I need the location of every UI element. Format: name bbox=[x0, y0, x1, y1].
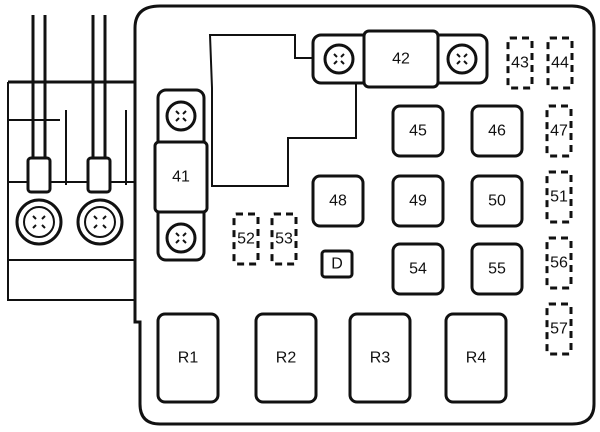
fuse-55 bbox=[470, 242, 524, 296]
terminal-bolt-icon bbox=[84, 206, 116, 238]
fuse-label-47: 47 bbox=[550, 123, 568, 140]
diode bbox=[320, 249, 354, 279]
fuse-50 bbox=[470, 174, 524, 228]
main-fuse-41: 41 bbox=[153, 88, 209, 262]
fuse-label-48: 48 bbox=[329, 193, 347, 210]
fuse-label-41: 41 bbox=[172, 169, 190, 186]
relay-label-r4: R4 bbox=[466, 350, 487, 367]
cable-right bbox=[91, 15, 107, 160]
fuse-46 bbox=[470, 104, 524, 158]
fuse-label-56: 56 bbox=[550, 255, 568, 272]
wiring-harness bbox=[7, 15, 135, 301]
fuse-48 bbox=[311, 174, 365, 228]
fuse-bolt-icon bbox=[323, 43, 355, 75]
fuse-label-46: 46 bbox=[488, 123, 506, 140]
fuse-bolt-icon bbox=[165, 100, 197, 132]
terminal-sleeve-left bbox=[26, 156, 52, 194]
fuse-bolt-icon bbox=[165, 222, 197, 254]
fuse-label-55: 55 bbox=[488, 261, 506, 278]
relay-r1 bbox=[156, 312, 220, 404]
relay-r3 bbox=[348, 312, 412, 404]
fuse-42-body bbox=[362, 29, 440, 89]
fuse-box-housing bbox=[133, 4, 596, 426]
fuse-label-50: 50 bbox=[488, 193, 506, 210]
diode-label: D bbox=[331, 256, 343, 273]
fuse-label-51: 51 bbox=[550, 189, 568, 206]
bus-bar-outline bbox=[208, 34, 357, 187]
relay-r4 bbox=[444, 312, 508, 404]
fuse-label-42: 42 bbox=[392, 51, 410, 68]
fuse-bolt-icon bbox=[446, 43, 478, 75]
main-fuse-42: 42 bbox=[311, 29, 489, 89]
fuse-41-body bbox=[153, 140, 209, 214]
fuse-label-44: 44 bbox=[551, 55, 569, 72]
terminal-bolt-icon bbox=[23, 206, 55, 238]
fuse-label-53: 53 bbox=[275, 231, 293, 248]
fuse-49 bbox=[391, 174, 445, 228]
terminal-sleeve-right bbox=[86, 156, 112, 194]
fuse-label-54: 54 bbox=[409, 261, 427, 278]
fuse-label-52: 52 bbox=[237, 231, 255, 248]
fuse-label-43: 43 bbox=[511, 55, 529, 72]
fuse-45 bbox=[391, 104, 445, 158]
relay-r2 bbox=[254, 312, 318, 404]
cable-left bbox=[31, 15, 47, 160]
relay-label-r3: R3 bbox=[370, 350, 391, 367]
fuse-54 bbox=[391, 242, 445, 296]
relay-label-r1: R1 bbox=[178, 350, 199, 367]
fuse-label-45: 45 bbox=[409, 123, 427, 140]
fuse-label-57: 57 bbox=[550, 321, 568, 338]
fuse-label-49: 49 bbox=[409, 193, 427, 210]
relay-label-r2: R2 bbox=[276, 350, 297, 367]
